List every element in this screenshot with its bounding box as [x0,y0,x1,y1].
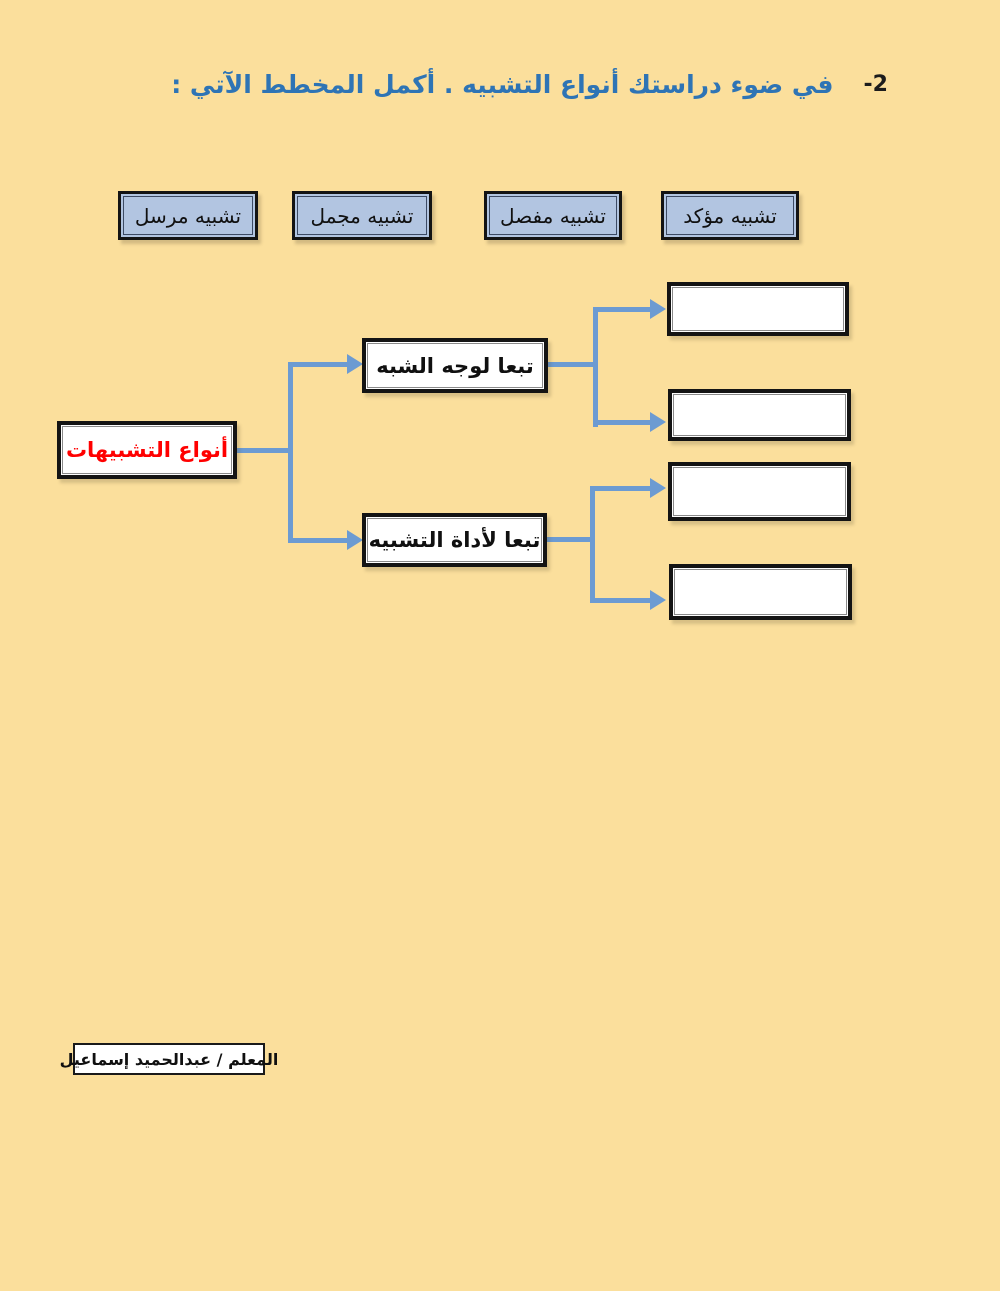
connector-line [547,537,595,542]
connector-line [288,538,350,543]
connector-line [288,362,293,543]
teacher-name-box: المعلم / عبدالحميد إسماعيل [60,1043,278,1075]
arrow-right-icon [347,530,363,550]
option-tashbih-mufassal[interactable]: تشبيه مفصل [484,191,622,240]
connector-line [590,486,651,491]
branch-node-label: تبعا لأداة التشبيه [368,528,541,552]
connector-line [237,448,291,453]
option-tashbih-muakkad[interactable]: تشبيه مؤكد [661,191,799,240]
node-inner-frame [674,569,847,615]
arrow-right-icon [347,354,363,374]
connector-line [590,598,651,603]
option-inner-frame: تشبيه مؤكد [666,196,794,235]
node-inner-frame: أنواع التشبيهات [62,426,232,474]
branch-node-by-adah: تبعا لأداة التشبيه [362,513,547,567]
question-number: -2 [863,72,888,97]
node-inner-frame [673,467,846,516]
teacher-name-label: المعلم / عبدالحميد إسماعيل [59,1049,279,1069]
answer-slot-1[interactable] [667,282,849,336]
connector-line [593,307,651,312]
option-label: تشبيه مجمل [310,203,414,228]
root-node: أنواع التشبيهات [57,421,237,479]
question-title: في ضوء دراستك أنواع التشبيه . أكمل المخط… [171,70,834,99]
connector-line [593,420,651,425]
option-label: تشبيه مؤكد [683,203,777,228]
node-inner-frame: تبعا لأداة التشبيه [367,518,542,562]
node-inner-frame [673,394,846,436]
option-inner-frame: تشبيه مفصل [489,196,617,235]
arrow-right-icon [650,590,666,610]
node-inner-frame: تبعا لوجه الشبه [367,343,543,388]
root-node-label: أنواع التشبيهات [65,438,229,462]
option-label: تشبيه مفصل [500,203,606,228]
arrow-right-icon [650,299,666,319]
connector-line [288,362,350,367]
option-inner-frame: تشبيه مرسل [123,196,253,235]
option-tashbih-mursal[interactable]: تشبيه مرسل [118,191,258,240]
connector-line [593,307,598,427]
answer-slot-4[interactable] [669,564,852,620]
connector-line [590,486,595,603]
option-tashbih-mujmal[interactable]: تشبيه مجمل [292,191,432,240]
branch-node-by-wajh: تبعا لوجه الشبه [362,338,548,393]
node-inner-frame [672,287,844,331]
arrow-right-icon [650,412,666,432]
option-label: تشبيه مرسل [134,203,242,228]
connector-line [548,362,598,367]
branch-node-label: تبعا لوجه الشبه [376,353,534,378]
answer-slot-2[interactable] [668,389,851,441]
answer-slot-3[interactable] [668,462,851,521]
arrow-right-icon [650,478,666,498]
question-heading: في ضوء دراستك أنواع التشبيه . أكمل المخط… [0,70,888,99]
option-inner-frame: تشبيه مجمل [297,196,427,235]
